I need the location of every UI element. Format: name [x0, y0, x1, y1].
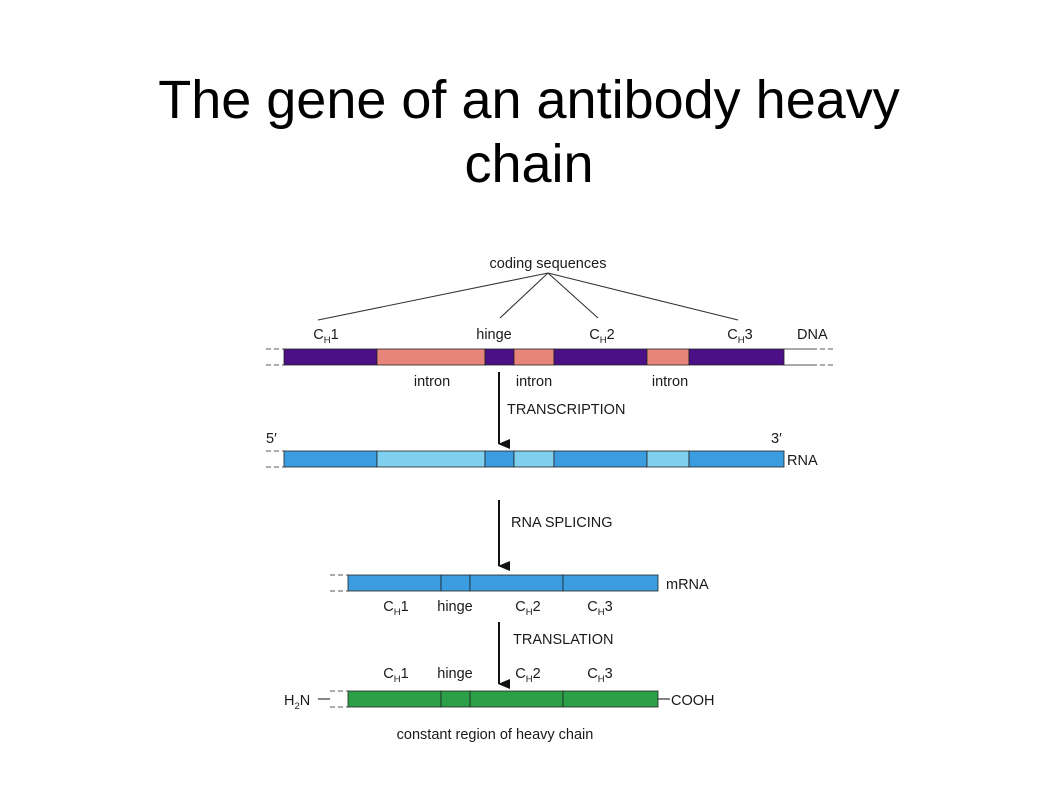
dna-exon-label-ch1: CH1: [313, 327, 338, 346]
dna-exon-label-ch2: CH2: [589, 327, 614, 346]
rna-exon-hinge: [484, 450, 515, 468]
title-line-2: chain: [464, 134, 594, 194]
protein-label-hinge: hinge: [437, 666, 472, 682]
protein-label-ch3: CH3: [587, 666, 612, 685]
dna-intron-1: [376, 348, 486, 366]
protein-segment-ch1: [347, 690, 442, 708]
mrna-label-ch2: CH2: [515, 599, 540, 618]
mrna-label-ch1: CH1: [383, 599, 408, 618]
transcription-label: TRANSCRIPTION: [507, 402, 625, 418]
page-title: The gene of an antibody heavy chain: [0, 68, 1058, 196]
protein-caption: constant region of heavy chain: [397, 727, 594, 743]
protein-segment-ch3: [562, 690, 659, 708]
mrna-segment-hinge: [440, 574, 471, 592]
dna-exon-hinge: [484, 348, 515, 366]
dna-exon-ch1: [283, 348, 378, 366]
dna-intron-3: [646, 348, 690, 366]
n-terminus-label: H2N: [284, 693, 310, 712]
mrna-segment-ch2: [469, 574, 564, 592]
rna-exon-ch3: [688, 450, 785, 468]
protein-segment-ch2: [469, 690, 564, 708]
rna-intron-2: [513, 450, 555, 468]
mrna-label-ch3: CH3: [587, 599, 612, 618]
mrna-label-hinge: hinge: [437, 599, 472, 615]
dna-exon-ch2: [553, 348, 648, 366]
rna-three-prime-label: 3′: [771, 431, 782, 447]
intron-label-1: intron: [414, 374, 450, 390]
coding-sequence-pointers: [317, 272, 739, 321]
intron-label-3: intron: [652, 374, 688, 390]
rna-intron-3: [646, 450, 690, 468]
dna-exon-label-ch3: CH3: [727, 327, 752, 346]
coding-sequences-label: coding sequences: [490, 256, 607, 272]
protein-label-ch2: CH2: [515, 666, 540, 685]
title-line-1: The gene of an antibody heavy: [158, 70, 900, 130]
dna-exon-ch3: [688, 348, 785, 366]
rna-splicing-label: RNA SPLICING: [511, 515, 613, 531]
rna-intron-1: [376, 450, 486, 468]
dna-label: DNA: [797, 327, 828, 343]
intron-label-2: intron: [516, 374, 552, 390]
dna-exon-label-hinge: hinge: [476, 327, 511, 343]
protein-segment-hinge: [440, 690, 471, 708]
rna-exon-ch2: [553, 450, 648, 468]
dna-intron-2: [513, 348, 555, 366]
mrna-segment-ch1: [347, 574, 442, 592]
rna-label: RNA: [787, 453, 818, 469]
mrna-label: mRNA: [666, 577, 709, 593]
protein-chain: [318, 690, 670, 708]
c-terminus-label: COOH: [671, 693, 715, 709]
mrna-segment-ch3: [562, 574, 659, 592]
translation-label: TRANSLATION: [513, 632, 613, 648]
rna-strand: [266, 450, 785, 468]
rna-five-prime-label: 5′: [266, 431, 277, 447]
dna-strand: [266, 348, 834, 366]
protein-label-ch1: CH1: [383, 666, 408, 685]
mrna-strand: [330, 574, 659, 592]
rna-exon-ch1: [283, 450, 378, 468]
